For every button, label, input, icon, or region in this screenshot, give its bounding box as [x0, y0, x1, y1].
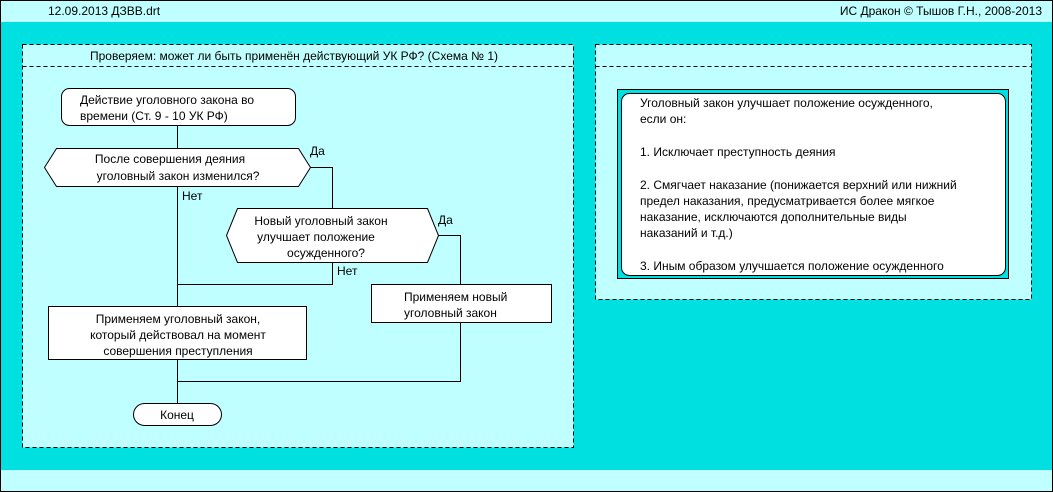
line-q1-yes	[310, 167, 333, 208]
question-1-line-2: уголовный закон изменился?	[97, 169, 260, 183]
comment-line: наказаний и т.д.)	[640, 226, 733, 240]
comment-line: предел наказания, предусматривается боле…	[640, 194, 935, 208]
question-2-yes-label: Да	[438, 213, 453, 227]
header-bar: 12.09.2013 ДЗВВ.drt ИС Дракон © Тышов Г.…	[1, 1, 1052, 22]
comment-inner-box[interactable]	[621, 93, 1006, 276]
question-1-block[interactable]: После совершения деяния уголовный закон …	[43, 148, 312, 187]
question-1-yes-label: Да	[310, 144, 325, 158]
action-old-line-1: Применяем уголовный закон,	[96, 312, 261, 326]
footer-bar	[1, 470, 1052, 491]
connectors	[177, 125, 461, 403]
question-2-line-2: улучшает положение	[257, 230, 375, 244]
action-new-line-2: уголовный закон	[404, 306, 497, 320]
comment-line: 1. Исключает преступность деяния	[640, 145, 835, 159]
end-label: Конец	[160, 408, 194, 422]
action-new-law-block[interactable]: Применяем новый уголовный закон	[371, 284, 552, 323]
start-block[interactable]: Действие уголовного закона во времени (С…	[61, 88, 296, 126]
question-1-no-label: Нет	[182, 189, 203, 203]
comment-text: Уголовный закон улучшает положение осужд…	[640, 96, 957, 273]
start-line-1: Действие уголовного закона во	[80, 93, 254, 107]
question-1-line-1: После совершения деяния	[95, 152, 245, 166]
question-2-block[interactable]: Новый уголовный закон улучшает положение…	[225, 208, 440, 263]
end-block[interactable]: Конец	[133, 403, 222, 426]
comment-line: 3. Иным образом улучшается положение осу…	[640, 259, 944, 273]
action-old-line-2: который действовал на момент	[90, 328, 266, 342]
comment-line: Уголовный закон улучшает положение осужд…	[640, 96, 933, 110]
question-2-line-1: Новый уголовный закон	[254, 214, 387, 228]
question-2-line-3: осужденного?	[287, 246, 365, 260]
comment-line: если он:	[640, 112, 686, 126]
schema-title: Проверяем: может ли быть применён действ…	[90, 49, 498, 63]
file-info: 12.09.2013 ДЗВВ.drt	[48, 4, 161, 18]
line-q2-yes	[438, 235, 461, 285]
comment-line: наказание, исключаются дополнительные ви…	[640, 210, 907, 224]
copyright: ИС Дракон © Тышов Г.Н., 2008-2013	[839, 4, 1042, 18]
line-new-merge	[177, 322, 461, 382]
comment-line: 2. Смягчает наказание (понижается верхни…	[640, 178, 957, 192]
action-old-line-3: совершения преступления	[103, 344, 252, 358]
action-old-law-block[interactable]: Применяем уголовный закон, который дейст…	[48, 306, 307, 360]
question-2-no-label: Нет	[337, 264, 358, 278]
action-new-line-1: Применяем новый	[404, 290, 507, 304]
comment-panel: Уголовный закон улучшает положение осужд…	[595, 44, 1032, 300]
start-line-2: времени (Ст. 9 - 10 УК РФ)	[80, 109, 228, 123]
line-q2-no	[177, 259, 333, 285]
